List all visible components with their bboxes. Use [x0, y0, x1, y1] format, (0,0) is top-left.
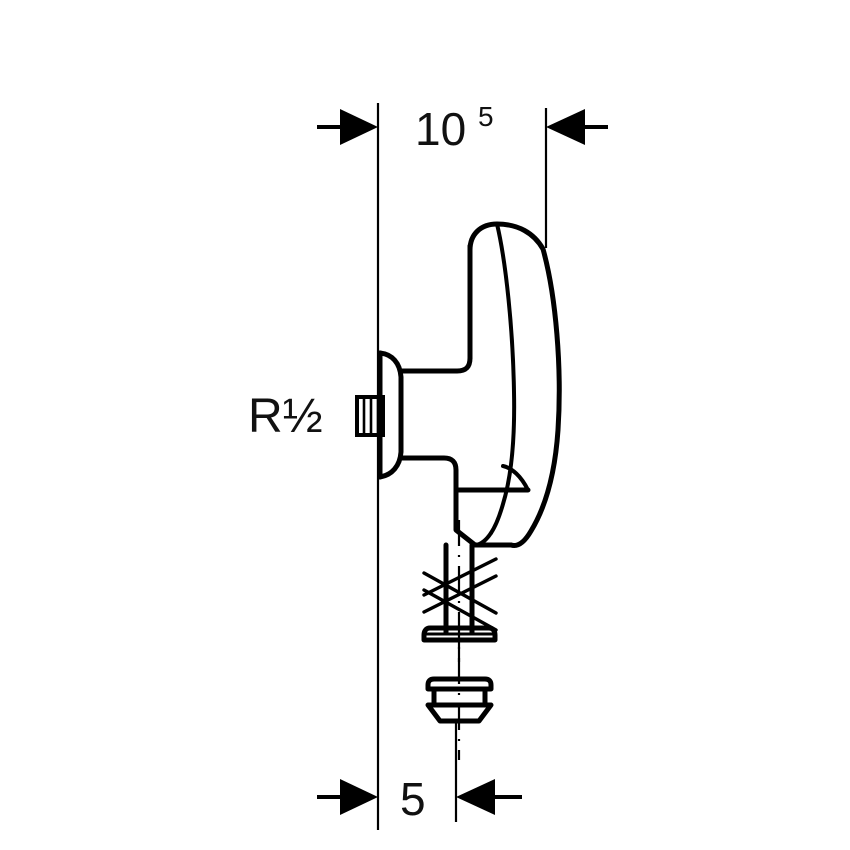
top-dimension-group: 10 5 [317, 101, 608, 830]
upper-washer [421, 625, 498, 643]
thread-size-label: R½ [248, 390, 323, 443]
top-dim-right-arrowhead [546, 109, 585, 145]
bottom-dim-right-arrowhead [456, 779, 495, 815]
lever-handle-inner-edge [489, 222, 517, 535]
lower-rosette [425, 676, 494, 724]
break-line-symbol [422, 557, 498, 632]
valve-body-lower-block [453, 487, 531, 548]
bottom-dimension-value: 5 [400, 773, 426, 825]
lever-handle-lower-sweep [474, 531, 493, 547]
top-dim-left-arrowhead [340, 109, 378, 145]
wall-flange-escutcheon [377, 350, 404, 480]
top-dimension-value: 10 [415, 103, 466, 155]
bottom-dimension-group: 5 [317, 723, 522, 825]
top-dimension-superscript: 5 [478, 101, 494, 132]
bottom-dim-left-arrowhead [340, 779, 378, 815]
lever-handle-base-arc [501, 464, 530, 492]
